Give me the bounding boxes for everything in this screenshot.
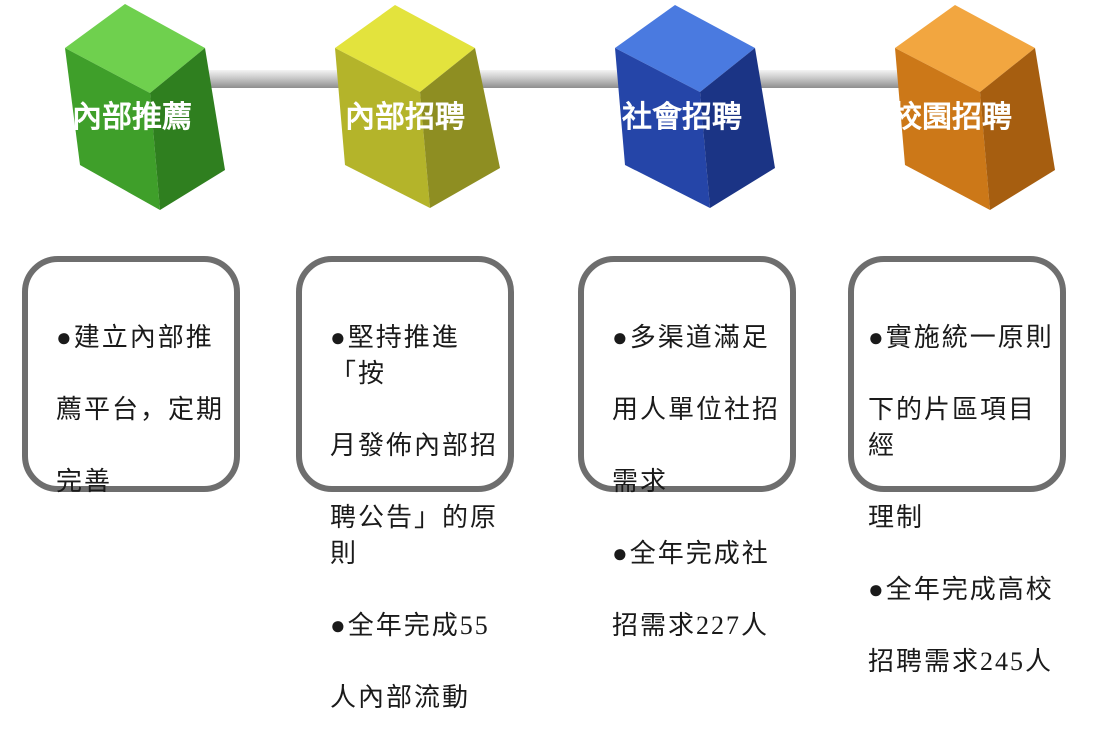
step-3-line: 招需求227人 xyxy=(612,611,770,640)
cube-3-side xyxy=(700,48,775,208)
step-4-line: 下的片區項目經 xyxy=(868,395,1037,460)
step-1-line: 薦平台，定期 xyxy=(56,395,225,424)
cube-2: 內部招聘 xyxy=(335,5,500,208)
step-3-text: ●多渠道滿足 用人單位社招 需求 ●全年完成社 招需求227人 xyxy=(612,284,782,680)
cube-3-top xyxy=(615,5,755,92)
step-3-line: 用人單位社招 xyxy=(612,395,781,424)
step-1-box: ●建立內部推 薦平台，定期 完善 xyxy=(22,256,240,496)
step-1-line: 完善 xyxy=(56,467,113,496)
cube-4-front xyxy=(895,48,990,210)
connector-rod-3 xyxy=(745,70,915,88)
cube-1-top xyxy=(65,4,205,93)
connector-rod-1 xyxy=(190,70,370,88)
cube-2-side xyxy=(420,48,500,208)
step-3-line: ●多渠道滿足 xyxy=(612,323,770,352)
step-4-line: 理制 xyxy=(868,503,925,532)
connector-rods xyxy=(190,70,915,88)
cube-1: 內部推薦 xyxy=(65,4,225,210)
cube-1-side xyxy=(150,48,225,210)
cube-1-label: 內部推薦 xyxy=(72,100,192,135)
step-2-box: ●堅持推進「按 月發佈內部招 聘公告」的原則 ●全年完成55 人內部流動 xyxy=(296,256,514,712)
step-3-box: ●多渠道滿足 用人單位社招 需求 ●全年完成社 招需求227人 xyxy=(578,256,796,640)
cube-4: 校園招聘 xyxy=(892,5,1055,210)
connector-rod-2 xyxy=(470,70,650,88)
cube-3-front xyxy=(615,48,710,208)
cube-2-top xyxy=(335,5,475,92)
cube-3-label: 社會招聘 xyxy=(622,100,742,135)
step-3-line: ●全年完成社 xyxy=(612,539,770,568)
step-1-text: ●建立內部推 薦平台，定期 完善 xyxy=(56,284,226,536)
step-2-text: ●堅持推進「按 月發佈內部招 聘公告」的原則 ●全年完成55 人內部流動 xyxy=(330,284,500,752)
cube-4-label: 校園招聘 xyxy=(892,100,1012,135)
cube-2-label: 內部招聘 xyxy=(345,100,465,135)
cube-2-front xyxy=(335,48,430,208)
cube-4-top xyxy=(895,5,1035,92)
step-2-line: ●堅持推進「按 xyxy=(330,323,460,388)
step-4-text: ●實施統一原則 下的片區項目經 理制 ●全年完成高校 招聘需求245人 xyxy=(868,284,1058,716)
step-2-line: 聘公告」的原則 xyxy=(330,503,499,568)
step-4-box: ●實施統一原則 下的片區項目經 理制 ●全年完成高校 招聘需求245人 xyxy=(848,256,1066,676)
process-diagram: 內部推薦 內部招聘 社會招聘 校園招聘 xyxy=(65,4,1055,210)
step-2-line: ●全年完成55 xyxy=(330,611,490,640)
cube-3: 社會招聘 xyxy=(615,5,775,208)
cube-4-side xyxy=(980,48,1055,210)
step-3-line: 需求 xyxy=(612,467,669,496)
step-4-line: ●實施統一原則 xyxy=(868,323,1054,352)
step-4-line: ●全年完成高校 xyxy=(868,575,1054,604)
step-2-line: 人內部流動 xyxy=(330,683,471,712)
cube-1-front xyxy=(65,48,160,210)
step-2-line: 月發佈內部招 xyxy=(330,431,499,460)
step-1-line: ●建立內部推 xyxy=(56,323,214,352)
step-4-line: 招聘需求245人 xyxy=(868,647,1054,676)
